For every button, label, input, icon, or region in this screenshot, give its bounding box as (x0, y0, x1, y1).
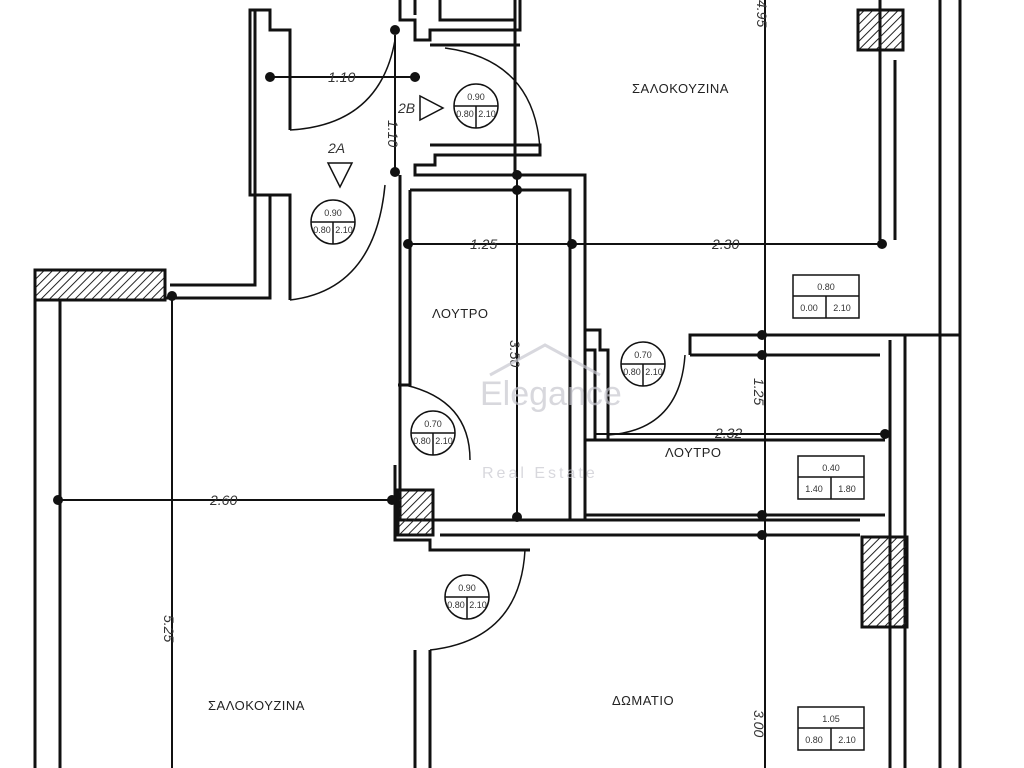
dim-label: 1.10 (385, 120, 401, 147)
svg-text:0.90: 0.90 (467, 92, 485, 102)
dim-label: 3.00 (751, 710, 767, 737)
svg-text:2.10: 2.10 (435, 436, 453, 446)
columns (33, 8, 909, 629)
svg-text:1.40: 1.40 (805, 484, 823, 494)
svg-text:0.90: 0.90 (458, 583, 476, 593)
watermark-sub: Real Estate (482, 465, 598, 482)
watermark-brand: Elegance (480, 375, 622, 413)
dim-label: 2.60 (209, 492, 237, 508)
section-markers: 2A 2B (326, 94, 445, 189)
svg-text:0.70: 0.70 (634, 350, 652, 360)
svg-text:2.10: 2.10 (335, 225, 353, 235)
door-swings (289, 39, 686, 651)
marker-2b-triangle-icon (419, 94, 445, 122)
svg-text:2.10: 2.10 (833, 303, 851, 313)
dim-label: 4.95 (754, 0, 770, 27)
marker-2a-label: 2A (327, 140, 345, 156)
svg-text:1.05: 1.05 (822, 714, 840, 724)
svg-text:0.80: 0.80 (456, 109, 474, 119)
svg-text:0.80: 0.80 (623, 367, 641, 377)
watermark: Elegance Real Estate (480, 343, 622, 482)
window-tags: 0.80 0.00 2.10 0.40 1.40 1.80 1.05 0.80 2.10 (792, 274, 865, 751)
room-labels: ΣΑΛΟΚΟΥΖΙΝΑ ΛΟΥΤΡΟ ΛΟΥΤΡΟ ΣΑΛΟΚΟΥΖΙΝΑ ΔΩ… (208, 81, 729, 713)
dim-label: 1.25 (751, 378, 767, 405)
dimension-lines (53, 0, 890, 768)
room-label-bathroom-2: ΛΟΥΤΡΟ (665, 445, 722, 460)
svg-text:2.10: 2.10 (838, 735, 856, 745)
svg-text:1.80: 1.80 (838, 484, 856, 494)
dim-label: 5.25 (161, 615, 177, 642)
dimension-labels: 1.10 1.10 4.95 1.25 2.30 3.50 1.25 2.32 … (161, 0, 770, 737)
svg-text:0.80: 0.80 (805, 735, 823, 745)
room-label-bedroom: ΔΩΜΑΤΙΟ (612, 693, 674, 708)
room-label-bathroom-1: ΛΟΥΤΡΟ (432, 306, 489, 321)
svg-text:0.00: 0.00 (800, 303, 818, 313)
svg-text:2.10: 2.10 (478, 109, 496, 119)
door-tags: 0.90 0.80 2.10 0.90 0.80 2.10 0.70 0.80 2.10 0… (310, 83, 666, 620)
svg-text:0.80: 0.80 (447, 600, 465, 610)
svg-text:0.70: 0.70 (424, 419, 442, 429)
dim-label: 1.25 (470, 236, 497, 252)
dim-label: 1.10 (328, 69, 355, 85)
svg-text:2.10: 2.10 (645, 367, 663, 377)
svg-text:0.80: 0.80 (313, 225, 331, 235)
svg-text:0.80: 0.80 (817, 282, 835, 292)
svg-text:0.40: 0.40 (822, 463, 840, 473)
dim-label: 2.32 (714, 425, 742, 441)
svg-text:0.80: 0.80 (413, 436, 431, 446)
room-label-living-kitchen-bottom: ΣΑΛΟΚΟΥΖΙΝΑ (208, 698, 305, 713)
room-label-living-kitchen-top: ΣΑΛΟΚΟΥΖΙΝΑ (632, 81, 729, 96)
svg-text:0.90: 0.90 (324, 208, 342, 218)
svg-text:2.10: 2.10 (469, 600, 487, 610)
marker-2a-triangle-icon (326, 162, 354, 189)
marker-2b-label: 2B (397, 100, 415, 116)
dim-label: 2.30 (711, 236, 739, 252)
